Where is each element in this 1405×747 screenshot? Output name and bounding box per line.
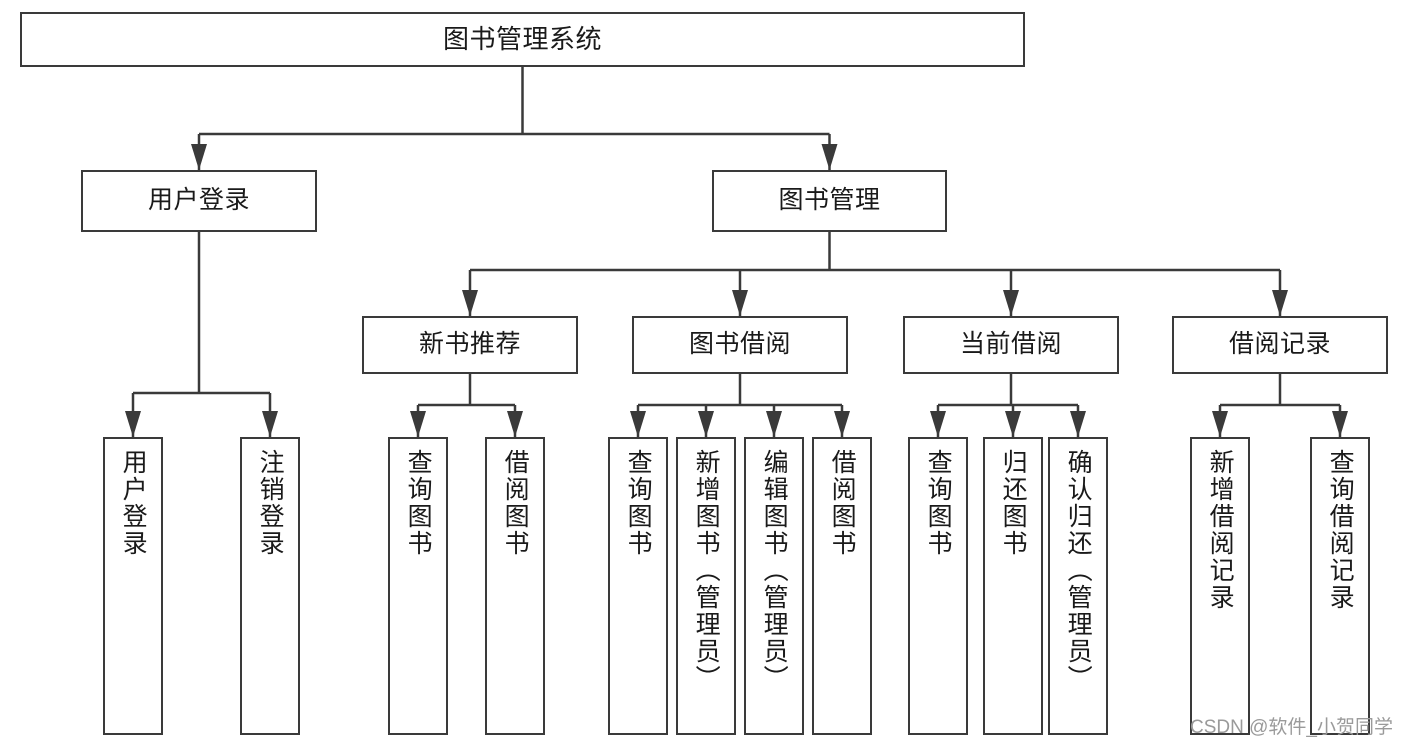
arrowhead-icon (1332, 411, 1348, 437)
node-label: 图书借阅 (688, 330, 791, 359)
node-label: 查询图书 (624, 449, 653, 557)
node-leaf-br-query[interactable]: 查询借阅记录 (1310, 437, 1370, 735)
node-label: 归还图书 (999, 449, 1028, 557)
node-book-manage[interactable]: 图书管理 (712, 170, 947, 232)
node-root[interactable]: 图书管理系统 (20, 12, 1025, 67)
node-label: 新增借阅记录 (1206, 449, 1235, 611)
node-label: 查询图书 (924, 449, 953, 557)
arrowhead-icon (1272, 290, 1288, 316)
arrowhead-icon (766, 411, 782, 437)
node-label: 借阅图书 (501, 449, 530, 557)
node-label: 注销登录 (256, 449, 285, 557)
node-leaf-bb-borrow[interactable]: 借阅图书 (812, 437, 872, 735)
arrowhead-icon (698, 411, 714, 437)
arrowhead-icon (410, 411, 426, 437)
watermark-label: CSDN @软件_小贺同学 (1190, 717, 1393, 738)
node-book-borrow[interactable]: 图书借阅 (632, 316, 848, 374)
node-label: 编辑图书（管理员） (760, 449, 789, 692)
arrowhead-icon (930, 411, 946, 437)
node-current-borrow[interactable]: 当前借阅 (903, 316, 1119, 374)
node-leaf-bb-edit[interactable]: 编辑图书（管理员） (744, 437, 804, 735)
node-leaf-user-login[interactable]: 用户登录 (103, 437, 163, 735)
node-leaf-rec-query[interactable]: 查询图书 (388, 437, 448, 735)
node-leaf-cb-return[interactable]: 归还图书 (983, 437, 1043, 735)
node-label: 用户登录 (119, 449, 148, 557)
arrowhead-icon (630, 411, 646, 437)
node-leaf-rec-borrow[interactable]: 借阅图书 (485, 437, 545, 735)
arrowhead-icon (262, 411, 278, 437)
node-label: 借阅记录 (1228, 330, 1331, 359)
arrowhead-icon (1005, 411, 1021, 437)
node-label: 查询借阅记录 (1326, 449, 1355, 611)
arrowhead-icon (462, 290, 478, 316)
node-borrow-record[interactable]: 借阅记录 (1172, 316, 1388, 374)
node-leaf-bb-add[interactable]: 新增图书（管理员） (676, 437, 736, 735)
node-label: 新书推荐 (418, 330, 521, 359)
arrowhead-icon (125, 411, 141, 437)
arrowhead-icon (191, 144, 207, 170)
arrowhead-icon (732, 290, 748, 316)
node-label: 当前借阅 (959, 330, 1062, 359)
node-label: 查询图书 (404, 449, 433, 557)
node-leaf-cb-confirm[interactable]: 确认归还（管理员） (1048, 437, 1108, 735)
node-label: 借阅图书 (828, 449, 857, 557)
arrowhead-icon (821, 144, 838, 170)
arrowhead-icon (1212, 411, 1228, 437)
arrowhead-icon (507, 411, 523, 437)
node-label: 确认归还（管理员） (1064, 449, 1093, 692)
arrowhead-icon (834, 411, 850, 437)
node-label: 新增图书（管理员） (692, 449, 721, 692)
node-leaf-br-add[interactable]: 新增借阅记录 (1190, 437, 1250, 735)
node-leaf-bb-query[interactable]: 查询图书 (608, 437, 668, 735)
node-label: 用户登录 (147, 186, 250, 215)
node-leaf-logout[interactable]: 注销登录 (240, 437, 300, 735)
arrowhead-icon (1003, 290, 1019, 316)
node-user-login[interactable]: 用户登录 (81, 170, 317, 232)
node-label: 图书管理系统 (442, 24, 602, 55)
node-new-book-rec[interactable]: 新书推荐 (362, 316, 578, 374)
arrowhead-icon (1070, 411, 1086, 437)
node-leaf-cb-query[interactable]: 查询图书 (908, 437, 968, 735)
node-label: 图书管理 (778, 186, 881, 215)
